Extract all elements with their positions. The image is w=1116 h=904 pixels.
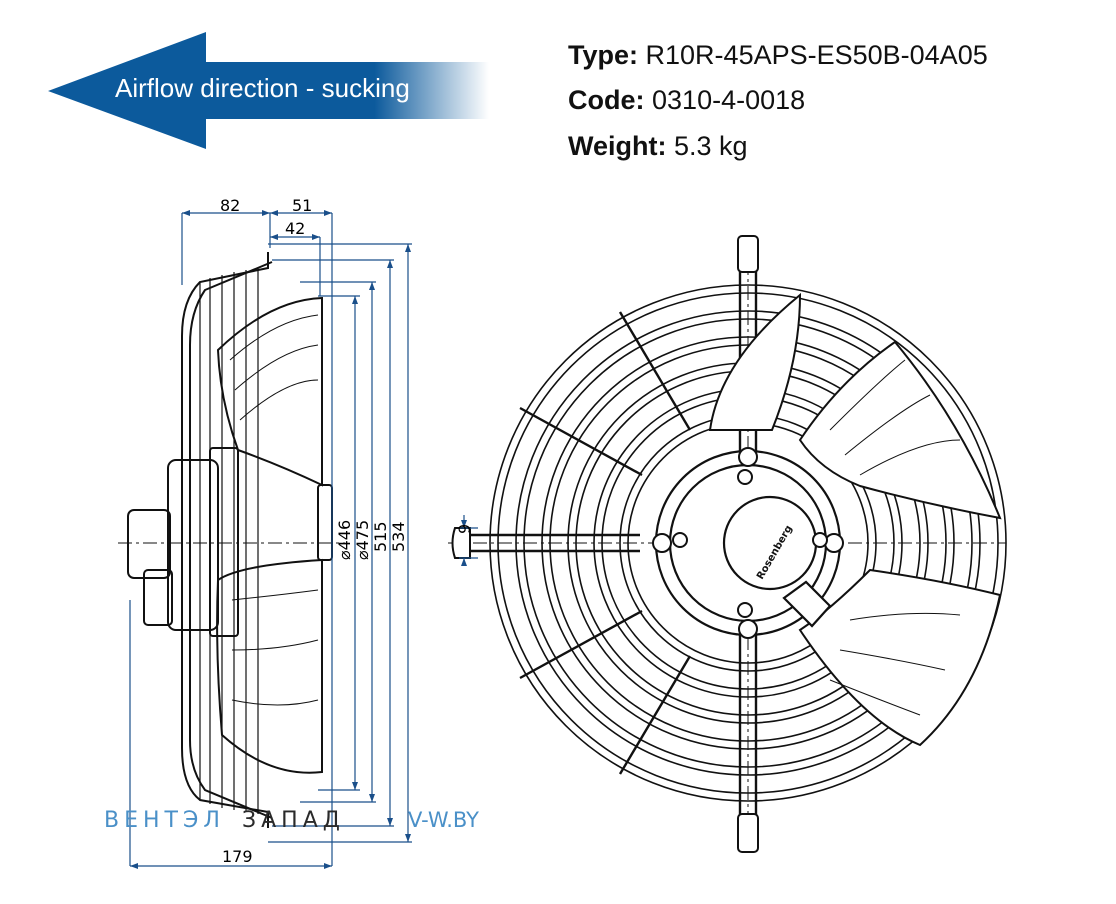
side-blade-upper — [216, 296, 323, 487]
motor-rotor — [167, 459, 219, 631]
dim-534: 534 — [389, 521, 408, 552]
spec-code-value: 0310-4-0018 — [652, 85, 806, 115]
dim-446: ⌀446 — [335, 520, 354, 560]
watermark-part2: ЗАПАД — [242, 808, 345, 833]
spec-type-value: R10R-45APS-ES50B-04A05 — [645, 40, 988, 70]
side-blade-lower — [216, 558, 323, 774]
dim-82: 82 — [220, 196, 240, 215]
bolt-icon — [652, 533, 672, 553]
spec-weight-value: 5.3 kg — [674, 131, 748, 161]
front-blade-2 — [798, 568, 1002, 747]
dim-515: 515 — [371, 521, 390, 552]
dim-179: 179 — [222, 847, 253, 866]
spec-code: Code: 0310-4-0018 — [568, 85, 805, 116]
airflow-arrow-icon — [48, 32, 489, 149]
spec-weight-key: Weight: — [568, 131, 667, 161]
front-motor-center — [722, 495, 818, 591]
dim-9: 9 — [455, 524, 474, 534]
bolt-icon — [824, 533, 844, 553]
dim-51: 51 — [292, 196, 312, 215]
spec-weight: Weight: 5.3 kg — [568, 131, 748, 162]
dim-475: ⌀475 — [353, 520, 372, 560]
dim-42: 42 — [285, 219, 305, 238]
watermark-part3: V-W.BY — [408, 808, 479, 832]
front-blade-1 — [798, 340, 1002, 520]
watermark-part1: ВЕНТЭЛ — [104, 808, 225, 833]
bolt-icon — [738, 619, 758, 639]
spec-code-key: Code: — [568, 85, 645, 115]
motor-connector — [143, 569, 173, 626]
side-guard-inner — [189, 261, 273, 819]
airflow-label: Airflow direction - sucking — [115, 73, 410, 103]
spec-type: Type: R10R-45APS-ES50B-04A05 — [568, 40, 988, 71]
motor-hub — [127, 509, 171, 579]
side-guard-outline — [181, 252, 269, 828]
spec-type-key: Type: — [568, 40, 639, 70]
bolt-icon — [738, 447, 758, 467]
front-blade-3 — [708, 292, 802, 431]
